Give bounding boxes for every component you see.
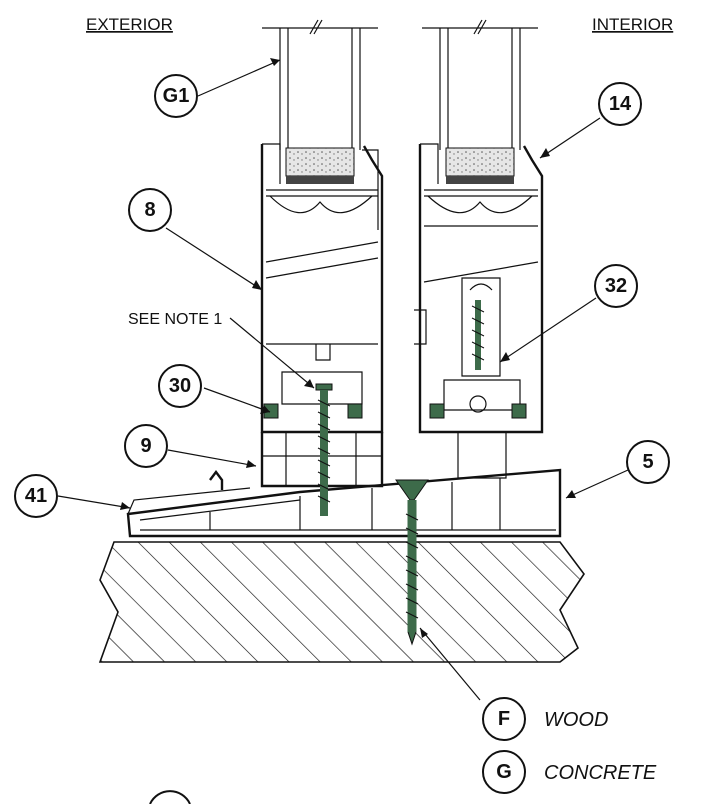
interior-label: INTERIOR — [592, 15, 673, 34]
legend-text-wood: WOOD — [544, 709, 608, 731]
callout-g1: G1 — [154, 74, 198, 118]
callout-9: 9 — [124, 424, 168, 468]
anchor-screw — [395, 479, 429, 646]
cropped-callout-bubble — [149, 790, 191, 804]
substrate-hatched — [98, 541, 585, 663]
exterior-sash-profile — [260, 143, 384, 434]
svg-text:41: 41 — [25, 485, 47, 507]
svg-text:5: 5 — [642, 451, 653, 473]
interior-sash-profile — [414, 143, 544, 434]
callout-41: 41 — [14, 474, 58, 518]
svg-text:32: 32 — [605, 275, 627, 297]
callout-30: 30 — [158, 364, 202, 408]
svg-text:14: 14 — [609, 93, 632, 115]
interior-glass-pane — [422, 19, 538, 150]
sill-profile — [126, 468, 562, 538]
callout-14: 14 — [598, 82, 642, 126]
svg-text:30: 30 — [169, 375, 191, 397]
svg-text:8: 8 — [144, 199, 155, 221]
svg-text:G1: G1 — [163, 85, 190, 107]
exterior-glass-pane — [262, 19, 378, 150]
callout-5: 5 — [626, 440, 670, 484]
sash-screw — [315, 383, 333, 516]
legend-key-g: G — [496, 761, 512, 783]
legend-concrete: G CONCRETE — [482, 750, 657, 794]
legend-key-f: F — [498, 708, 510, 730]
exterior-label: EXTERIOR — [86, 15, 173, 34]
see-note-label: SEE NOTE 1 — [128, 311, 222, 328]
svg-text:9: 9 — [140, 435, 151, 457]
callout-32: 32 — [594, 264, 638, 308]
legend-text-concrete: CONCRETE — [544, 762, 657, 784]
legend-wood: F WOOD — [482, 697, 608, 741]
callout-8: 8 — [128, 188, 172, 232]
leader-lines — [57, 58, 629, 701]
